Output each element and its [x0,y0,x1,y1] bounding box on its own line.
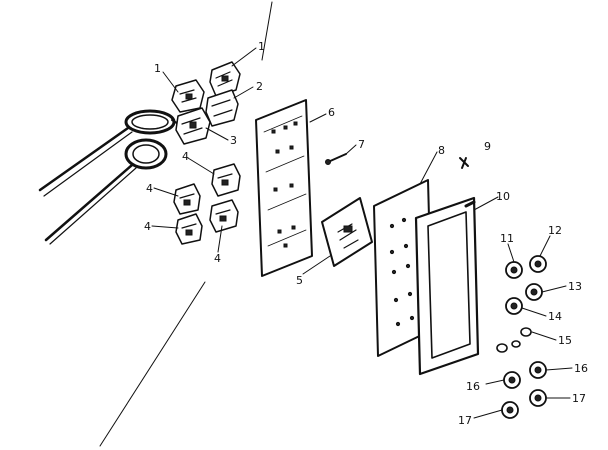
knob-part-16-right [529,361,547,379]
callout-1-left: 1 [154,62,161,75]
screw-part-7 [325,153,347,165]
wire-harness [38,109,181,245]
callout-16-right: 16 [574,362,588,375]
knob-part-17-left [501,401,519,419]
leader-lines [151,47,573,419]
switch-part-4-lower-right [209,199,239,233]
callout-17-left: 17 [458,414,472,427]
callout-12: 12 [548,224,562,237]
callout-13: 13 [568,280,582,293]
callout-4-bottom-right: 4 [214,252,221,265]
knob-part-14 [505,297,523,315]
callout-10: 10 [496,190,510,203]
small-board-part-5 [321,197,373,267]
switch-part-4-upper-right [211,163,241,197]
knob-part-11 [505,261,523,279]
callout-4-top: 4 [182,150,189,163]
switch-part-1-left [171,79,205,113]
callout-3: 3 [230,134,237,147]
callout-9: 9 [484,140,491,153]
guide-line-bottom [99,281,206,447]
knob-part-16-left [503,371,521,389]
callout-14: 14 [548,310,562,323]
callout-1-right: 1 [258,40,265,53]
callout-7: 7 [358,138,365,151]
knob-part-17-right [529,389,547,407]
frame-part-10 [414,196,480,376]
knob-part-13 [525,283,543,301]
callout-11: 11 [500,232,514,245]
knob-part-12 [529,255,547,273]
switch-part-4-lower-left [175,213,203,245]
callout-17-right: 17 [572,392,586,405]
callout-4-bottom-left: 4 [144,220,151,233]
guide-line-top [261,1,273,61]
nut-parts-15 [496,340,521,353]
switch-part-4-mid-left [173,183,201,215]
callout-4-middle: 4 [146,182,153,195]
switch-part-3 [175,107,211,145]
callout-2: 2 [256,80,263,93]
switch-part-2 [205,89,239,127]
callout-15: 15 [558,334,572,347]
callout-16-left: 16 [466,380,480,393]
switch-part-1-right [209,61,241,97]
washer-part-15 [520,327,532,337]
callout-6: 6 [328,106,335,119]
callout-8: 8 [438,144,445,157]
pin-part-9 [459,157,469,169]
circuit-board-part-6 [255,99,313,277]
callout-5: 5 [296,274,303,287]
